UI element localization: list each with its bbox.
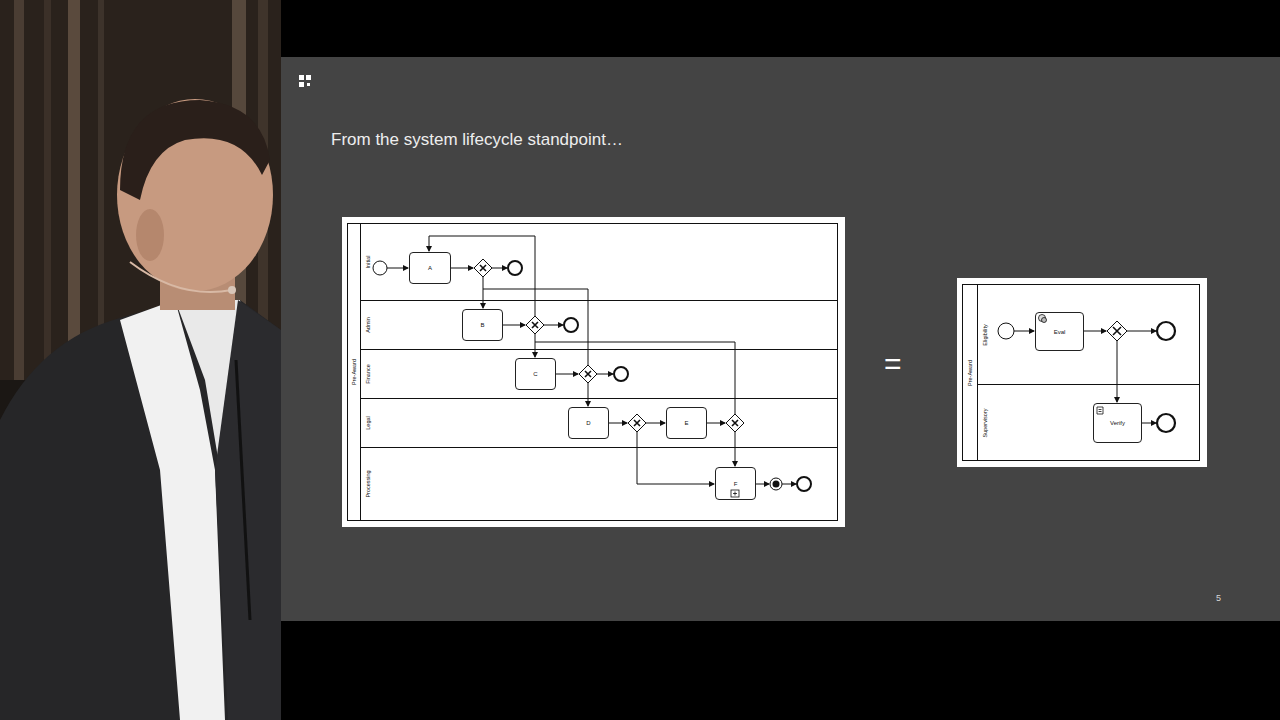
equals-sign: = — [884, 349, 902, 379]
diagram-frame — [342, 217, 845, 527]
speaker-photo — [0, 0, 281, 720]
lane-band: Eligibility Eval — [977, 284, 1200, 385]
lane-label: Legal — [365, 416, 371, 429]
slide-ground — [281, 57, 1280, 621]
task-label: B — [480, 322, 484, 328]
lane-label: Finance — [365, 364, 371, 384]
slide-title: From the system lifecycle standpoint… — [331, 130, 623, 150]
lane-band: Admin B — [360, 300, 838, 350]
lane-label: Supervisory — [982, 408, 988, 437]
bpmn-events — [373, 261, 1175, 491]
lane-band: Supervisory Verify — [977, 384, 1200, 461]
slide-number: 5 — [1216, 594, 1221, 603]
pool-band: Pre-Award Eligibility EvalSupervisory Verif… — [962, 284, 1200, 461]
lane-band: Legal D E — [360, 398, 838, 448]
task-label: Eval — [1054, 329, 1066, 335]
task-box: A — [409, 252, 451, 284]
pool-band: Pre-Award InitialA Admin B Finance C Legal D E Pr… — [347, 223, 838, 521]
lane-band: Processing F — [360, 447, 838, 521]
lane-label: Eligibility — [982, 324, 988, 345]
task-box: E — [666, 407, 707, 439]
pool-label: Pre-Award — [351, 359, 357, 385]
diagram-frame — [957, 278, 1207, 467]
task-label: A — [428, 265, 432, 271]
task-label: F — [734, 481, 738, 487]
lane-band: Finance C — [360, 349, 838, 399]
logo-icon — [299, 75, 311, 87]
lane-label: Admin — [365, 317, 371, 333]
lane-label: Initial — [365, 256, 371, 269]
task-label: C — [533, 371, 537, 377]
task-box: B — [462, 309, 503, 341]
pool-label: Pre-Award — [967, 360, 973, 386]
task-label: Verify — [1110, 420, 1125, 426]
lane-label: Processing — [365, 470, 371, 497]
lane-band: InitialA — [360, 223, 838, 301]
task-box: C — [515, 358, 556, 390]
task-label: E — [684, 420, 688, 426]
task-box: D — [568, 407, 609, 439]
task-label: D — [586, 420, 590, 426]
